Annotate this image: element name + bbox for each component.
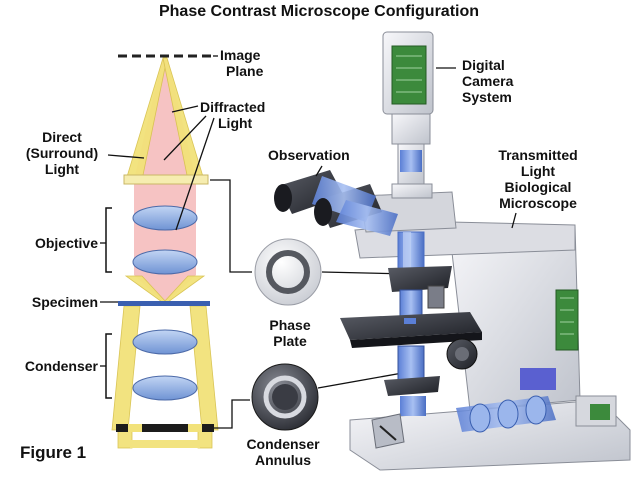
optical-path-schematic	[105, 54, 219, 449]
label-observation: Observation	[268, 147, 350, 163]
svg-text:Light: Light	[45, 161, 80, 177]
camera-circuit-board	[391, 45, 427, 105]
arm-circuit-board	[555, 289, 579, 351]
camera-circuit-traces	[396, 55, 422, 93]
label-transmitted-microscope: Transmitted Light Biological Microscope	[498, 147, 577, 211]
camera-adapter	[391, 113, 431, 145]
trinocular-top	[391, 183, 433, 199]
figure-title: Phase Contrast Microscope Configuration	[159, 3, 479, 20]
base-mirror	[379, 425, 397, 441]
stage-edge	[350, 332, 482, 348]
svg-text:Plate: Plate	[273, 333, 307, 349]
svg-text:Direct: Direct	[42, 129, 82, 145]
stage-plate	[340, 312, 482, 340]
svg-text:Digital: Digital	[462, 57, 505, 73]
diffracted-light-lower	[134, 275, 196, 302]
svg-text:Microscope: Microscope	[499, 195, 577, 211]
base-blue-panel	[520, 368, 556, 390]
schematic-leader-lines	[100, 55, 411, 429]
base-field-block	[371, 413, 405, 449]
microscope-illustration	[274, 31, 631, 471]
svg-text:Light: Light	[521, 163, 556, 179]
collector-lens-3	[525, 395, 547, 425]
label-figure-1: Figure 1	[20, 443, 86, 462]
illuminator-vertical	[400, 396, 426, 416]
label-diffracted-light: Diffracted Light	[200, 99, 265, 131]
objective-side-barrel	[427, 285, 445, 309]
label-phase-plate: Phase Plate	[269, 317, 310, 349]
objective-lens-barrel	[399, 289, 423, 319]
condenser-lens-lower	[132, 375, 198, 401]
specimen-on-stage	[404, 318, 416, 324]
annulus-slit-right	[188, 424, 202, 432]
svg-text:Condenser: Condenser	[246, 436, 320, 452]
condenser-lens-upper	[132, 329, 198, 355]
svg-text:Image: Image	[220, 47, 261, 63]
svg-text:Camera: Camera	[462, 73, 514, 89]
arm-circuit-traces	[560, 297, 574, 335]
eyepieces	[274, 170, 398, 236]
objective-lens-upper	[132, 205, 198, 231]
objective-lens-lower	[132, 249, 198, 275]
label-condenser-annulus: Condenser Annulus	[246, 436, 320, 468]
specimen-slide	[118, 301, 210, 306]
svg-text:Plane: Plane	[226, 63, 264, 79]
microscope-leader-lines	[315, 67, 517, 229]
condenser-holder	[384, 376, 440, 396]
svg-text:Annulus: Annulus	[255, 452, 311, 468]
svg-text:Biological: Biological	[505, 179, 572, 195]
svg-text:Transmitted: Transmitted	[498, 147, 577, 163]
label-image-plane: Image Plane	[220, 47, 264, 79]
collector-lens-2	[497, 399, 519, 429]
collector-lens-1	[469, 403, 491, 433]
label-specimen: Specimen	[32, 294, 98, 310]
svg-text:(Surround): (Surround)	[26, 145, 98, 161]
annulus-bar	[116, 424, 214, 432]
svg-text:Light: Light	[218, 115, 253, 131]
label-condenser: Condenser	[25, 358, 99, 374]
label-digital-camera: Digital Camera System	[462, 57, 514, 105]
annulus-slit-left	[128, 424, 142, 432]
objective-bracket	[105, 207, 112, 273]
phase-plate-disc	[254, 238, 322, 306]
diffracted-light-upper	[134, 60, 196, 180]
lamp-circuit	[590, 404, 610, 420]
svg-text:Phase: Phase	[269, 317, 310, 333]
condenser-bracket	[105, 333, 112, 399]
svg-text:Diffracted: Diffracted	[200, 99, 265, 115]
direct-light-beams	[111, 57, 219, 449]
condenser-annulus-disc	[251, 363, 319, 431]
direct-light-plane	[123, 174, 209, 185]
optical-axis-highlight	[403, 232, 411, 272]
camera-tube-optics	[400, 150, 422, 172]
svg-text:System: System	[462, 89, 512, 105]
label-objective: Objective	[35, 235, 98, 251]
label-direct-light: Direct (Surround) Light	[26, 129, 98, 177]
focus-knob-fine	[455, 347, 469, 361]
